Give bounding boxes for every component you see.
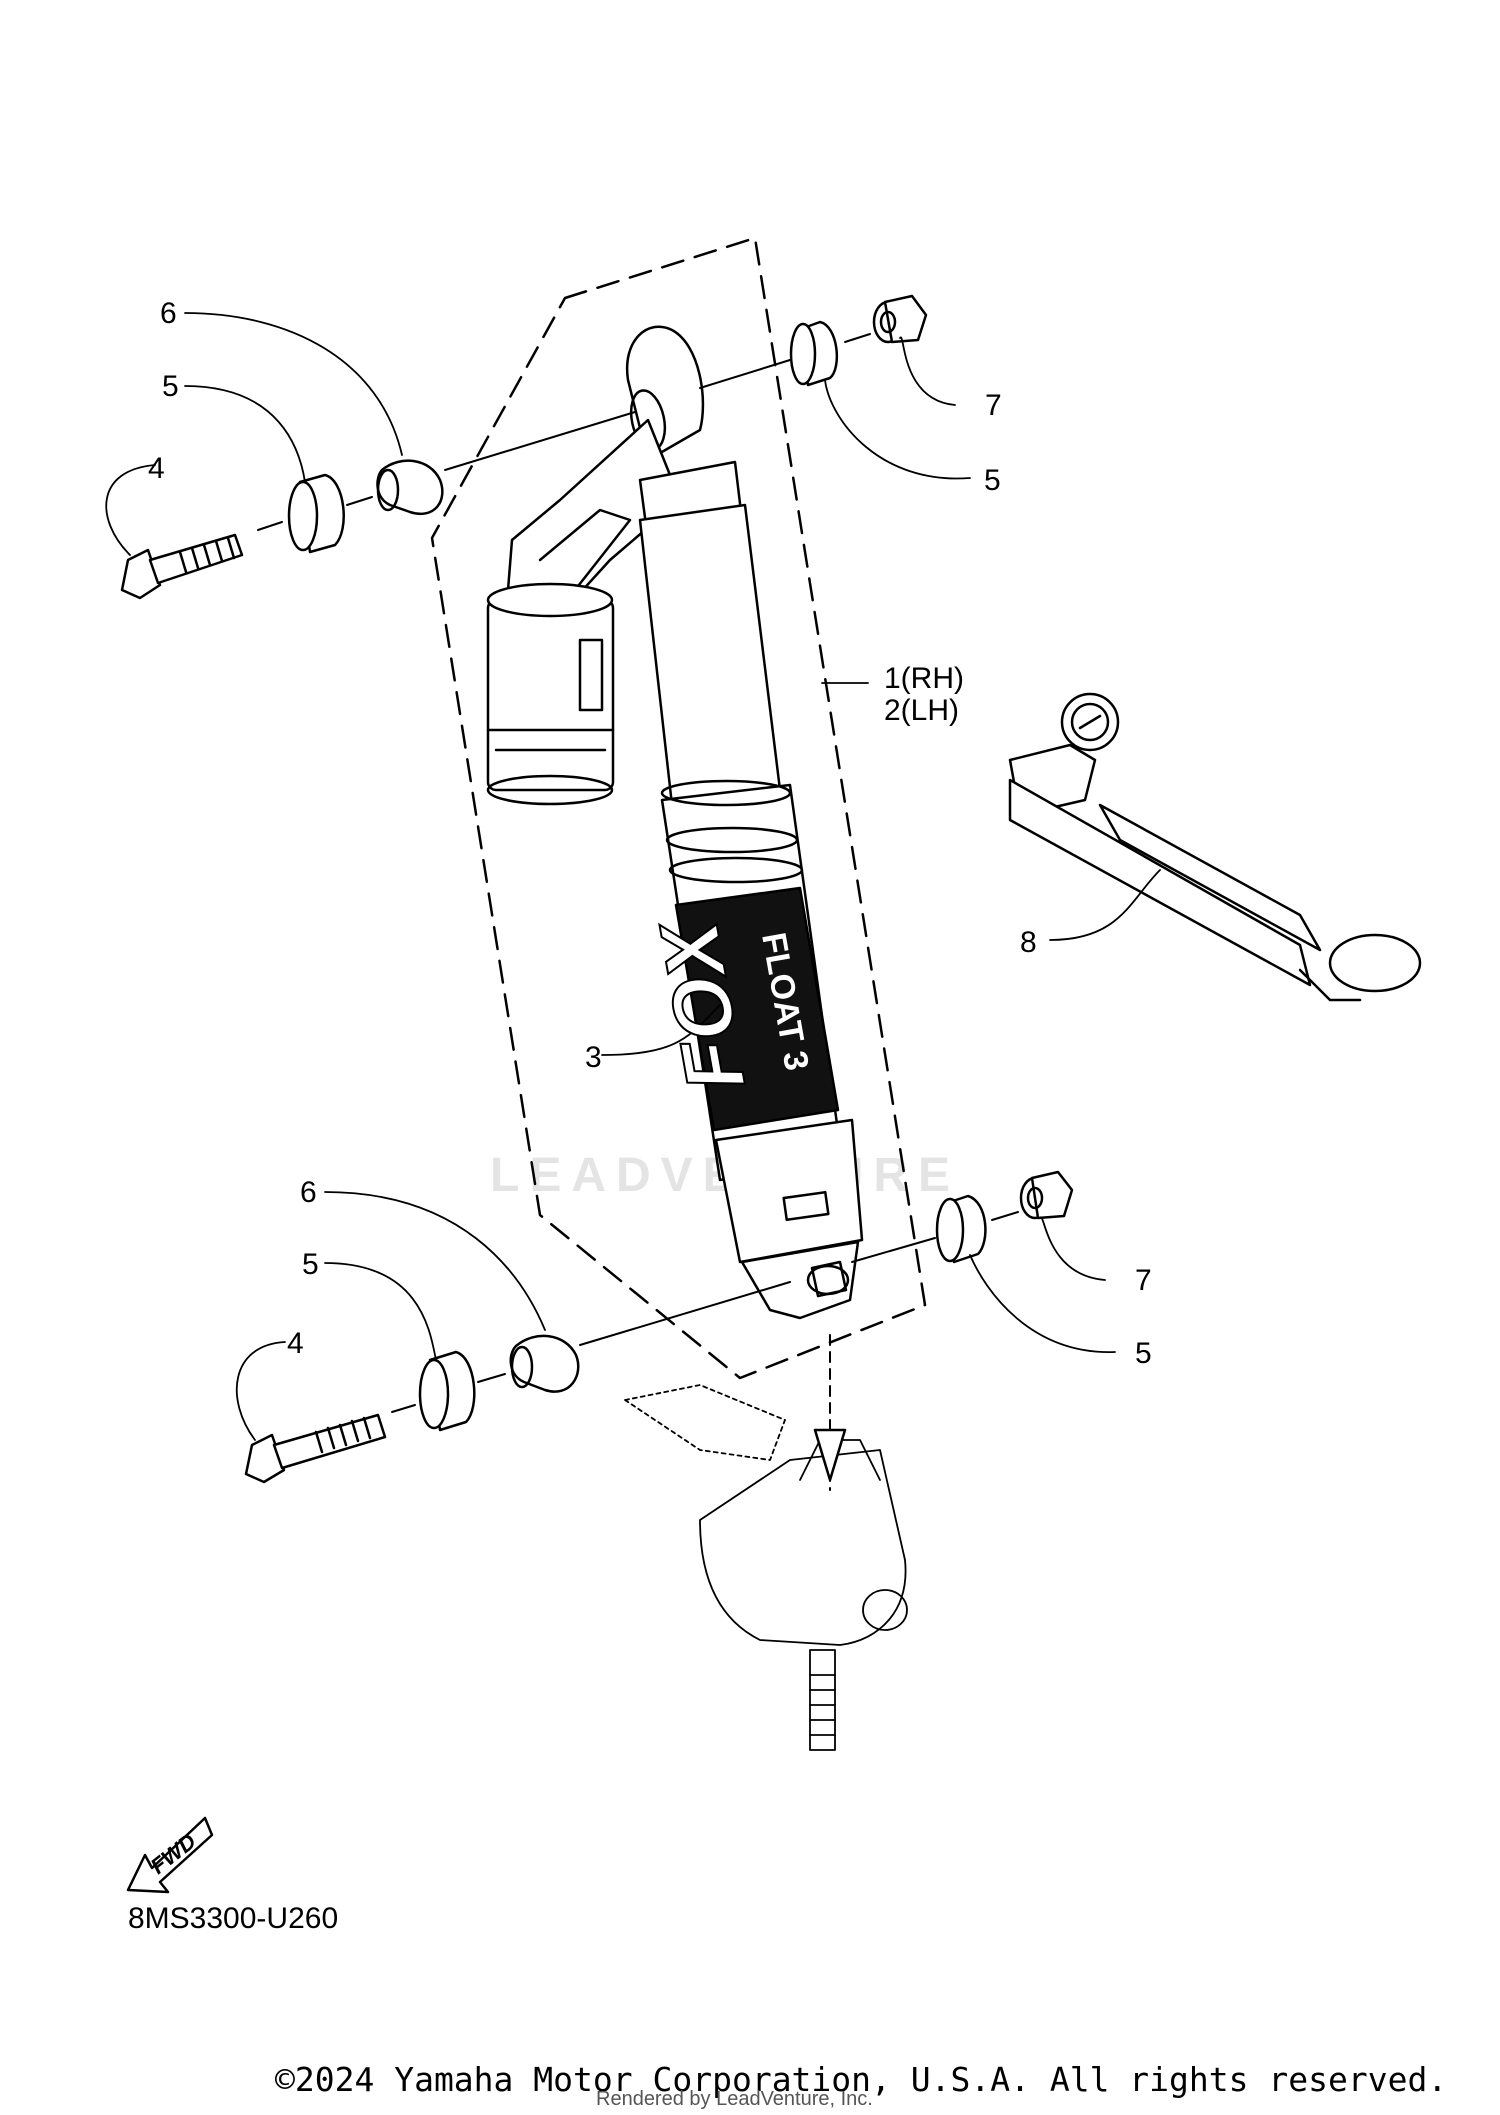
air-pump [1008, 692, 1422, 1002]
diagram-code: 8MS3300-U260 [128, 1902, 339, 1935]
callout-7-top: 7 [985, 389, 1002, 422]
callout-6-top: 6 [160, 297, 177, 330]
bushing-top-right [789, 320, 838, 387]
callout-4-bottom: 4 [287, 1327, 304, 1360]
callout-4-top: 4 [148, 452, 165, 485]
bushing-bottom-right [935, 1194, 987, 1264]
callout-6-bottom: 6 [300, 1176, 317, 1209]
ball-joint-bottom [509, 1334, 580, 1393]
callout-5-bottom-right: 5 [1135, 1337, 1152, 1370]
callout-1-rh: 1(RH) [884, 662, 964, 695]
lower-control-arm [624, 1384, 908, 1751]
callout-7-bottom: 7 [1135, 1264, 1152, 1297]
callout-5-top-right: 5 [984, 464, 1001, 497]
flange-nut-bottom [1019, 1170, 1074, 1220]
callout-8: 8 [1020, 926, 1037, 959]
fwd-arrow-icon [126, 1816, 214, 1894]
callout-5-top-left: 5 [162, 370, 179, 403]
assembly-dashed-outline [430, 236, 927, 1380]
bolt-top [120, 533, 244, 600]
callout-leaders [105, 312, 1161, 1441]
callout-3: 3 [585, 1041, 602, 1074]
copyright-notice: ©2024 Yamaha Motor Corporation, U.S.A. A… [275, 2060, 1448, 2099]
bushing-top-left [287, 473, 345, 554]
ball-joint-top [376, 459, 444, 515]
bolt-bottom [244, 1413, 387, 1484]
flange-nut-top [872, 294, 928, 344]
bushing-bottom-left [418, 1350, 476, 1432]
rendered-by-notice: Rendered by LeadVenture, Inc. [596, 2088, 873, 2110]
callout-5-bottom-left: 5 [302, 1248, 319, 1281]
shock-absorber [486, 325, 864, 1320]
callout-2-lh: 2(LH) [884, 694, 959, 727]
